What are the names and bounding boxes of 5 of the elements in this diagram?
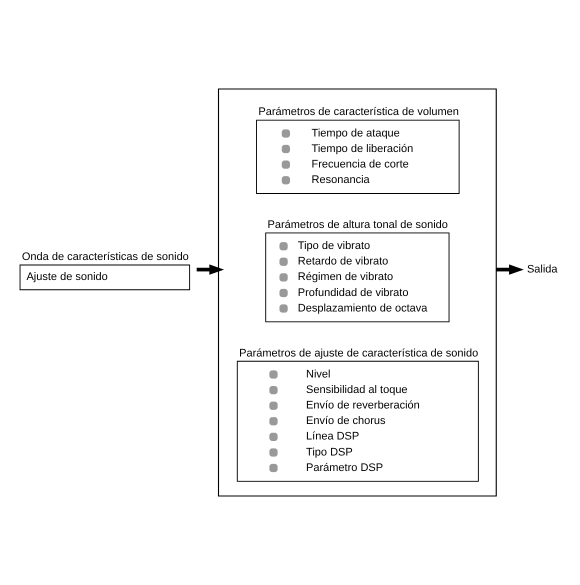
node-label: Parámetros de ajuste de característica de sonido	[239, 347, 478, 360]
node-label: Onda de características de sonido	[22, 251, 189, 264]
node-label: Parámetros de altura tonal de sonido	[268, 218, 448, 231]
node-text: Salida	[526, 263, 558, 276]
node-label: Parámetros de característica de volumen	[258, 106, 459, 118]
